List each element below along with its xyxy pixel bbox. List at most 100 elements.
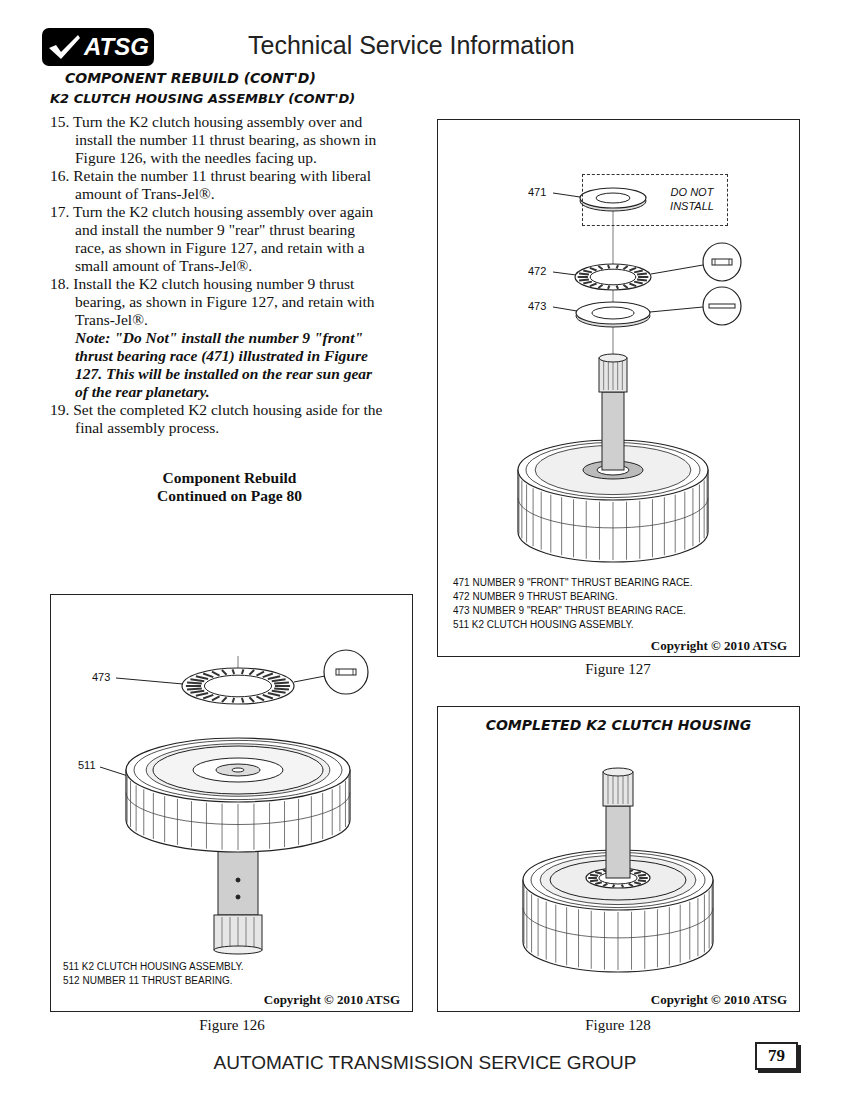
housing-hub	[193, 758, 283, 782]
housing-spline-tooth	[561, 497, 562, 555]
callout-number: 472	[528, 265, 546, 277]
logo-badge: ATSG	[42, 28, 154, 66]
housing-spline-tooth	[604, 912, 605, 970]
procedure-step: 15. Turn the K2 clutch housing assembly …	[50, 113, 388, 167]
bearing-needle	[256, 696, 264, 700]
leader-line	[553, 272, 576, 275]
leader-line	[553, 307, 577, 311]
leader-line	[353, 669, 354, 675]
housing-spline-tooth	[153, 793, 154, 839]
housing-spline-tooth	[322, 793, 323, 839]
spline-tooth	[628, 774, 629, 804]
housing-spline-tooth	[675, 495, 676, 553]
bearing-needle	[242, 698, 244, 703]
figure-frame: 471 NUMBER 9 "FRONT" THRUST BEARING RACE…	[437, 119, 800, 657]
figure-caption: Figure 126	[132, 1017, 332, 1034]
housing-spline-tooth	[709, 890, 710, 948]
shaft-oil-hole	[236, 878, 240, 882]
bearing-needle	[603, 884, 607, 886]
bearing-needle	[190, 679, 204, 681]
housing-spline-tooth	[699, 484, 700, 542]
figure-legend-text: 471 NUMBER 9 "FRONT" THRUST BEARING RACE…	[453, 577, 693, 588]
bearing-needle	[598, 285, 602, 288]
housing-spline-tooth	[143, 789, 144, 835]
thrust-bearing-bore	[590, 269, 636, 285]
shaft-spline	[214, 915, 262, 950]
instruction-column: 15. Turn the K2 clutch housing assembly …	[50, 113, 388, 505]
leader-line	[100, 767, 128, 776]
housing-spline-tooth	[639, 501, 640, 559]
page-title: Technical Service Information	[248, 31, 575, 60]
bearing-needle	[583, 270, 592, 272]
housing-spline-tooth	[127, 777, 128, 823]
figure-legend-text: Copyright © 2010 ATSG	[264, 992, 400, 1008]
bearing-needle	[623, 285, 627, 288]
housing-spline-tooth	[345, 781, 346, 827]
figure-caption: Figure 127	[518, 661, 718, 678]
procedure-step: 16. Retain the number 11 thrust bearing …	[50, 167, 388, 203]
housing-spline-tooth	[591, 911, 592, 969]
race-471	[580, 188, 646, 208]
housing-spline-tooth	[222, 804, 223, 850]
bearing-needle	[613, 884, 615, 887]
bearing-needle	[608, 265, 609, 268]
bearing-needle	[590, 283, 597, 286]
warning-box: DO NOT INSTALL	[582, 174, 728, 226]
warning-text: DO NOT INSTALL	[661, 185, 723, 213]
bearing-needle	[623, 266, 627, 269]
spline-tooth	[222, 917, 223, 948]
figure-frame: COMPLETED K2 CLUTCH HOUSINGCopyright © 2…	[437, 706, 800, 1012]
roller-detail	[336, 669, 356, 675]
bearing-needle	[629, 283, 636, 286]
housing-spline-tooth	[712, 886, 713, 944]
leader-line	[116, 678, 183, 684]
bearing-needle	[256, 672, 264, 676]
housing-spline-tooth	[599, 502, 600, 560]
housing-spline-tooth	[692, 488, 693, 546]
housing-spline-tooth	[538, 898, 539, 956]
spline-tooth	[230, 917, 231, 948]
detail-circle	[703, 243, 741, 281]
housing-spline-tooth	[136, 785, 137, 831]
page-number: 79	[757, 1046, 796, 1066]
housing-spline-tooth	[521, 480, 522, 538]
housing-spline-tooth	[657, 909, 658, 967]
housing-spline-tooth	[578, 909, 579, 967]
bearing-needle	[242, 669, 244, 674]
bearing-needle	[203, 674, 213, 678]
housing-rim-inner	[134, 740, 342, 799]
figure-legend-text: Copyright © 2010 ATSG	[651, 992, 787, 1008]
bearing-needle	[263, 674, 273, 678]
housing-spline-tooth	[518, 476, 519, 534]
bearing-needle	[187, 683, 202, 684]
bearing-needle	[617, 265, 618, 268]
housing-spline-tooth	[697, 898, 698, 956]
bearing-needle	[588, 877, 597, 879]
procedure-step: 19. Set the completed K2 clutch housing …	[50, 401, 388, 437]
bearing-needle	[196, 693, 208, 696]
logo-icon	[46, 32, 82, 62]
housing-spline-tooth	[238, 804, 239, 850]
housing-spline-tooth	[177, 799, 178, 845]
housing-spline-tooth	[707, 476, 708, 534]
bearing-needle	[212, 672, 220, 676]
bearing-needle	[595, 872, 602, 874]
bearing-needle	[634, 282, 643, 284]
figure-frame: 511 K2 CLUTCH HOUSING ASSEMBLY.512 NUMBE…	[50, 594, 413, 1012]
spline-tooth	[613, 774, 614, 804]
figure-legend-text: Copyright © 2010 ATSG	[651, 638, 787, 654]
housing-spline-tooth	[191, 801, 192, 847]
spline-tooth	[608, 774, 609, 804]
housing-spline-tooth	[269, 803, 270, 849]
bearing-needle	[272, 679, 286, 681]
housing-hub-bore	[232, 768, 244, 772]
bearing-needle	[639, 877, 648, 879]
leader-line	[715, 259, 716, 265]
housing-spline-tooth	[644, 911, 645, 969]
housing-spline-tooth	[253, 804, 254, 850]
race-473	[576, 302, 650, 324]
housing-spline-tooth	[339, 785, 340, 831]
housing-face	[153, 746, 323, 794]
page-number-box: 79	[755, 1042, 798, 1070]
